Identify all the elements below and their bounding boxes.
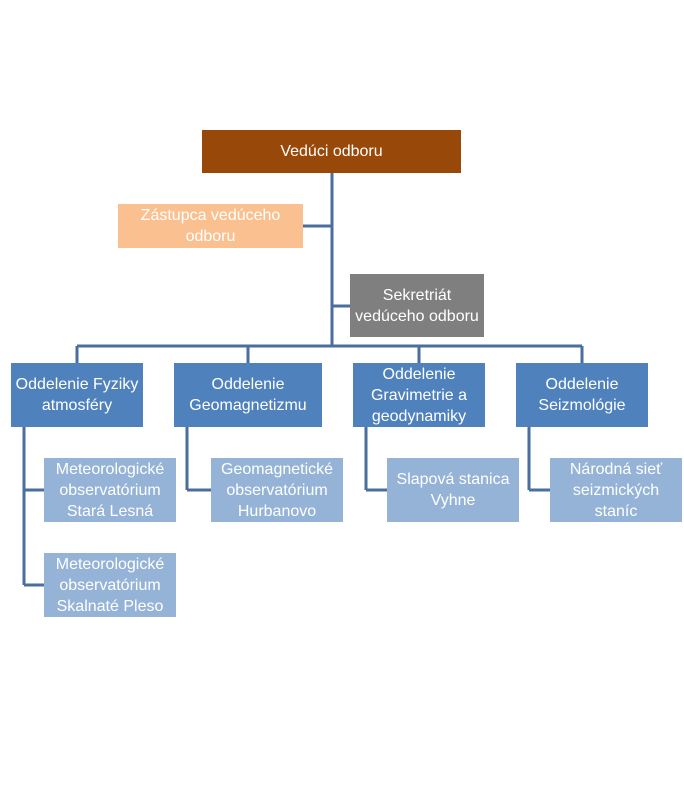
unit-national-seismic-network: Národná sieť seizmických staníc bbox=[550, 458, 682, 522]
department-geomagnetism: Oddelenie Geomagnetizmu bbox=[174, 363, 322, 427]
department-gravimetry-geodynamics: Oddelenie Gravimetrie a geodynamiky bbox=[353, 363, 485, 427]
unit-stara-lesna-observatory: Meteorologické observatórium Stará Lesná bbox=[44, 458, 176, 522]
department-atmospheric-physics: Oddelenie Fyziky atmosféry bbox=[11, 363, 143, 427]
unit-vyhne-tidal-station: Slapová stanica Vyhne bbox=[387, 458, 519, 522]
unit-skalnate-pleso-observatory: Meteorologické observatórium Skalnaté Pl… bbox=[44, 553, 176, 617]
head-of-department-box: Vedúci odboru bbox=[202, 130, 461, 173]
secretariat-box: Sekretriát vedúceho odboru bbox=[350, 274, 484, 337]
deputy-head-box: Zástupca vedúceho odboru bbox=[118, 204, 303, 248]
unit-hurbanovo-observatory: Geomagnetické observatórium Hurbanovo bbox=[211, 458, 343, 522]
department-seismology: Oddelenie Seizmológie bbox=[516, 363, 648, 427]
